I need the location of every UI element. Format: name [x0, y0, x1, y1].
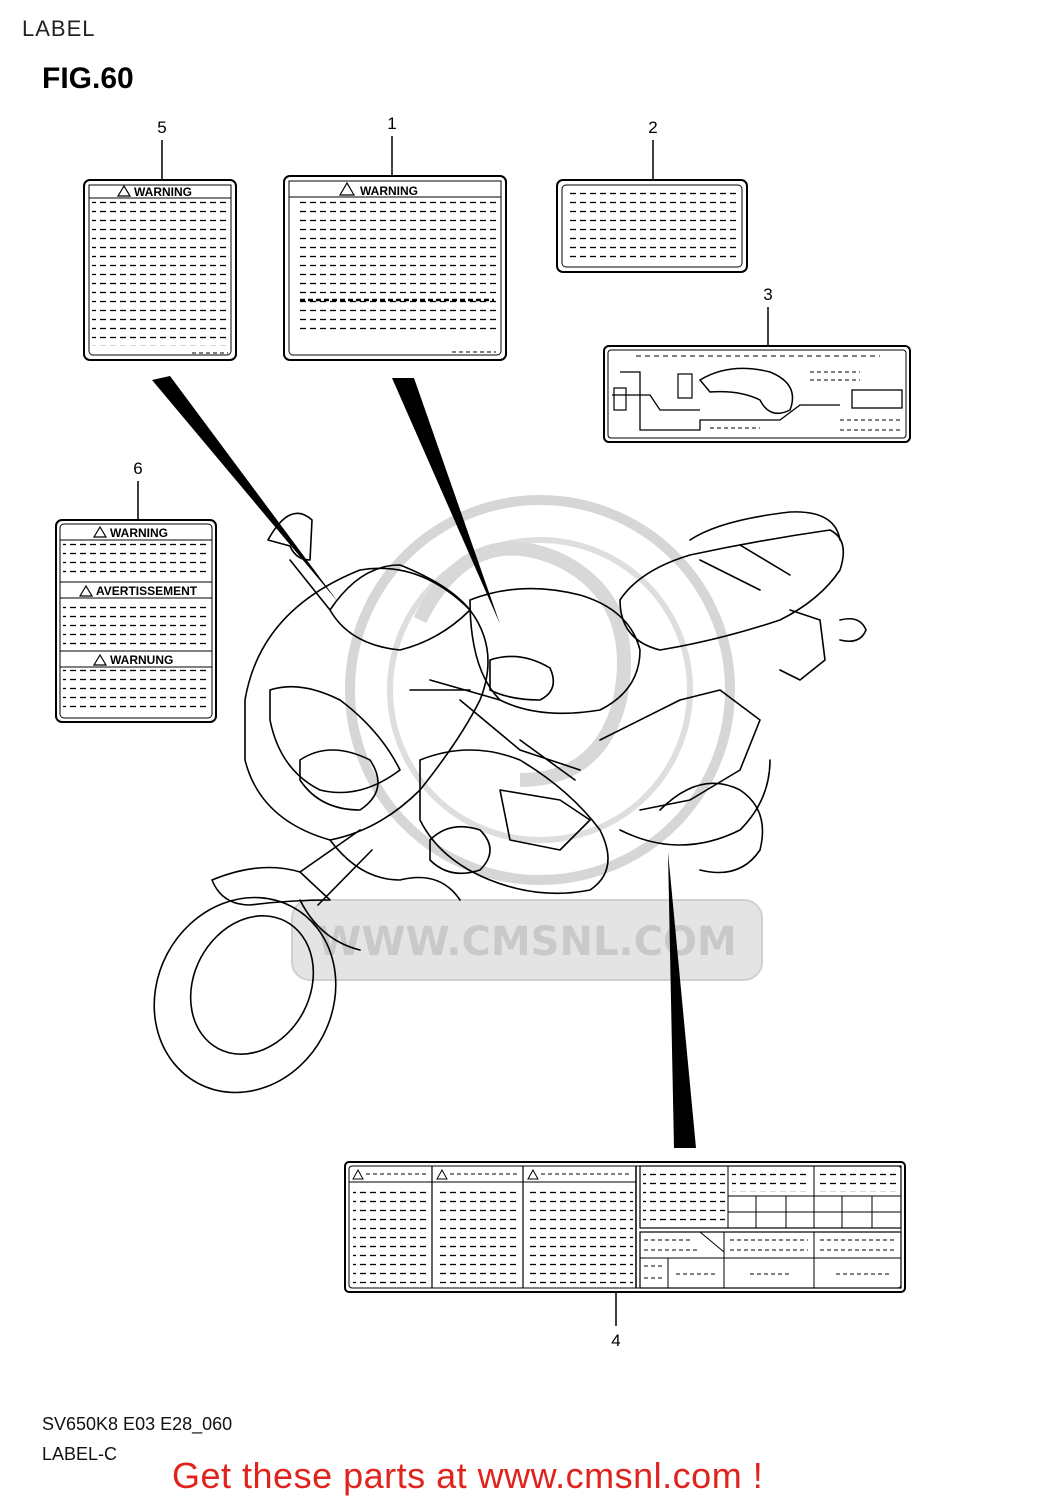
section-title: LABEL — [22, 16, 96, 41]
watermark-logo: WWW.CMSNL.COM — [291, 495, 763, 981]
label-1: WARNING — [283, 175, 507, 361]
label-5: WARNING — [83, 179, 237, 361]
label-4 — [344, 1161, 906, 1293]
label-5-heading: WARNING — [134, 185, 192, 199]
callout-3: 3 — [763, 285, 772, 304]
label-2 — [556, 179, 748, 273]
watermark-text: WWW.CMSNL.COM — [317, 919, 737, 965]
label-6-heading-warnung: WARNUNG — [110, 653, 173, 667]
model-subtitle: LABEL-C — [42, 1444, 118, 1464]
callout-4: 4 — [611, 1331, 620, 1350]
pointer-label-5 — [152, 376, 338, 602]
label-6-heading-warning: WARNING — [110, 526, 168, 540]
promo-link[interactable]: Get these parts at www.cmsnl.com ! — [172, 1455, 764, 1496]
label-1-heading: WARNING — [360, 184, 418, 198]
motorcycle-illustration — [153, 511, 867, 1094]
label-6-heading-avertissement: AVERTISSEMENT — [96, 584, 198, 598]
figure-title: FIG.60 — [42, 62, 134, 95]
callout-6: 6 — [133, 459, 142, 478]
label-6: WARNING AVERTISSEMENT WARNUNG — [55, 519, 217, 723]
pointer-label-1 — [392, 378, 500, 624]
pointer-label-4 — [668, 852, 696, 1148]
model-code: SV650K8 E03 E28_060 — [42, 1414, 233, 1434]
label-3 — [603, 345, 911, 443]
callout-1: 1 — [387, 114, 396, 133]
callout-5: 5 — [157, 118, 166, 137]
callout-2: 2 — [648, 118, 657, 137]
